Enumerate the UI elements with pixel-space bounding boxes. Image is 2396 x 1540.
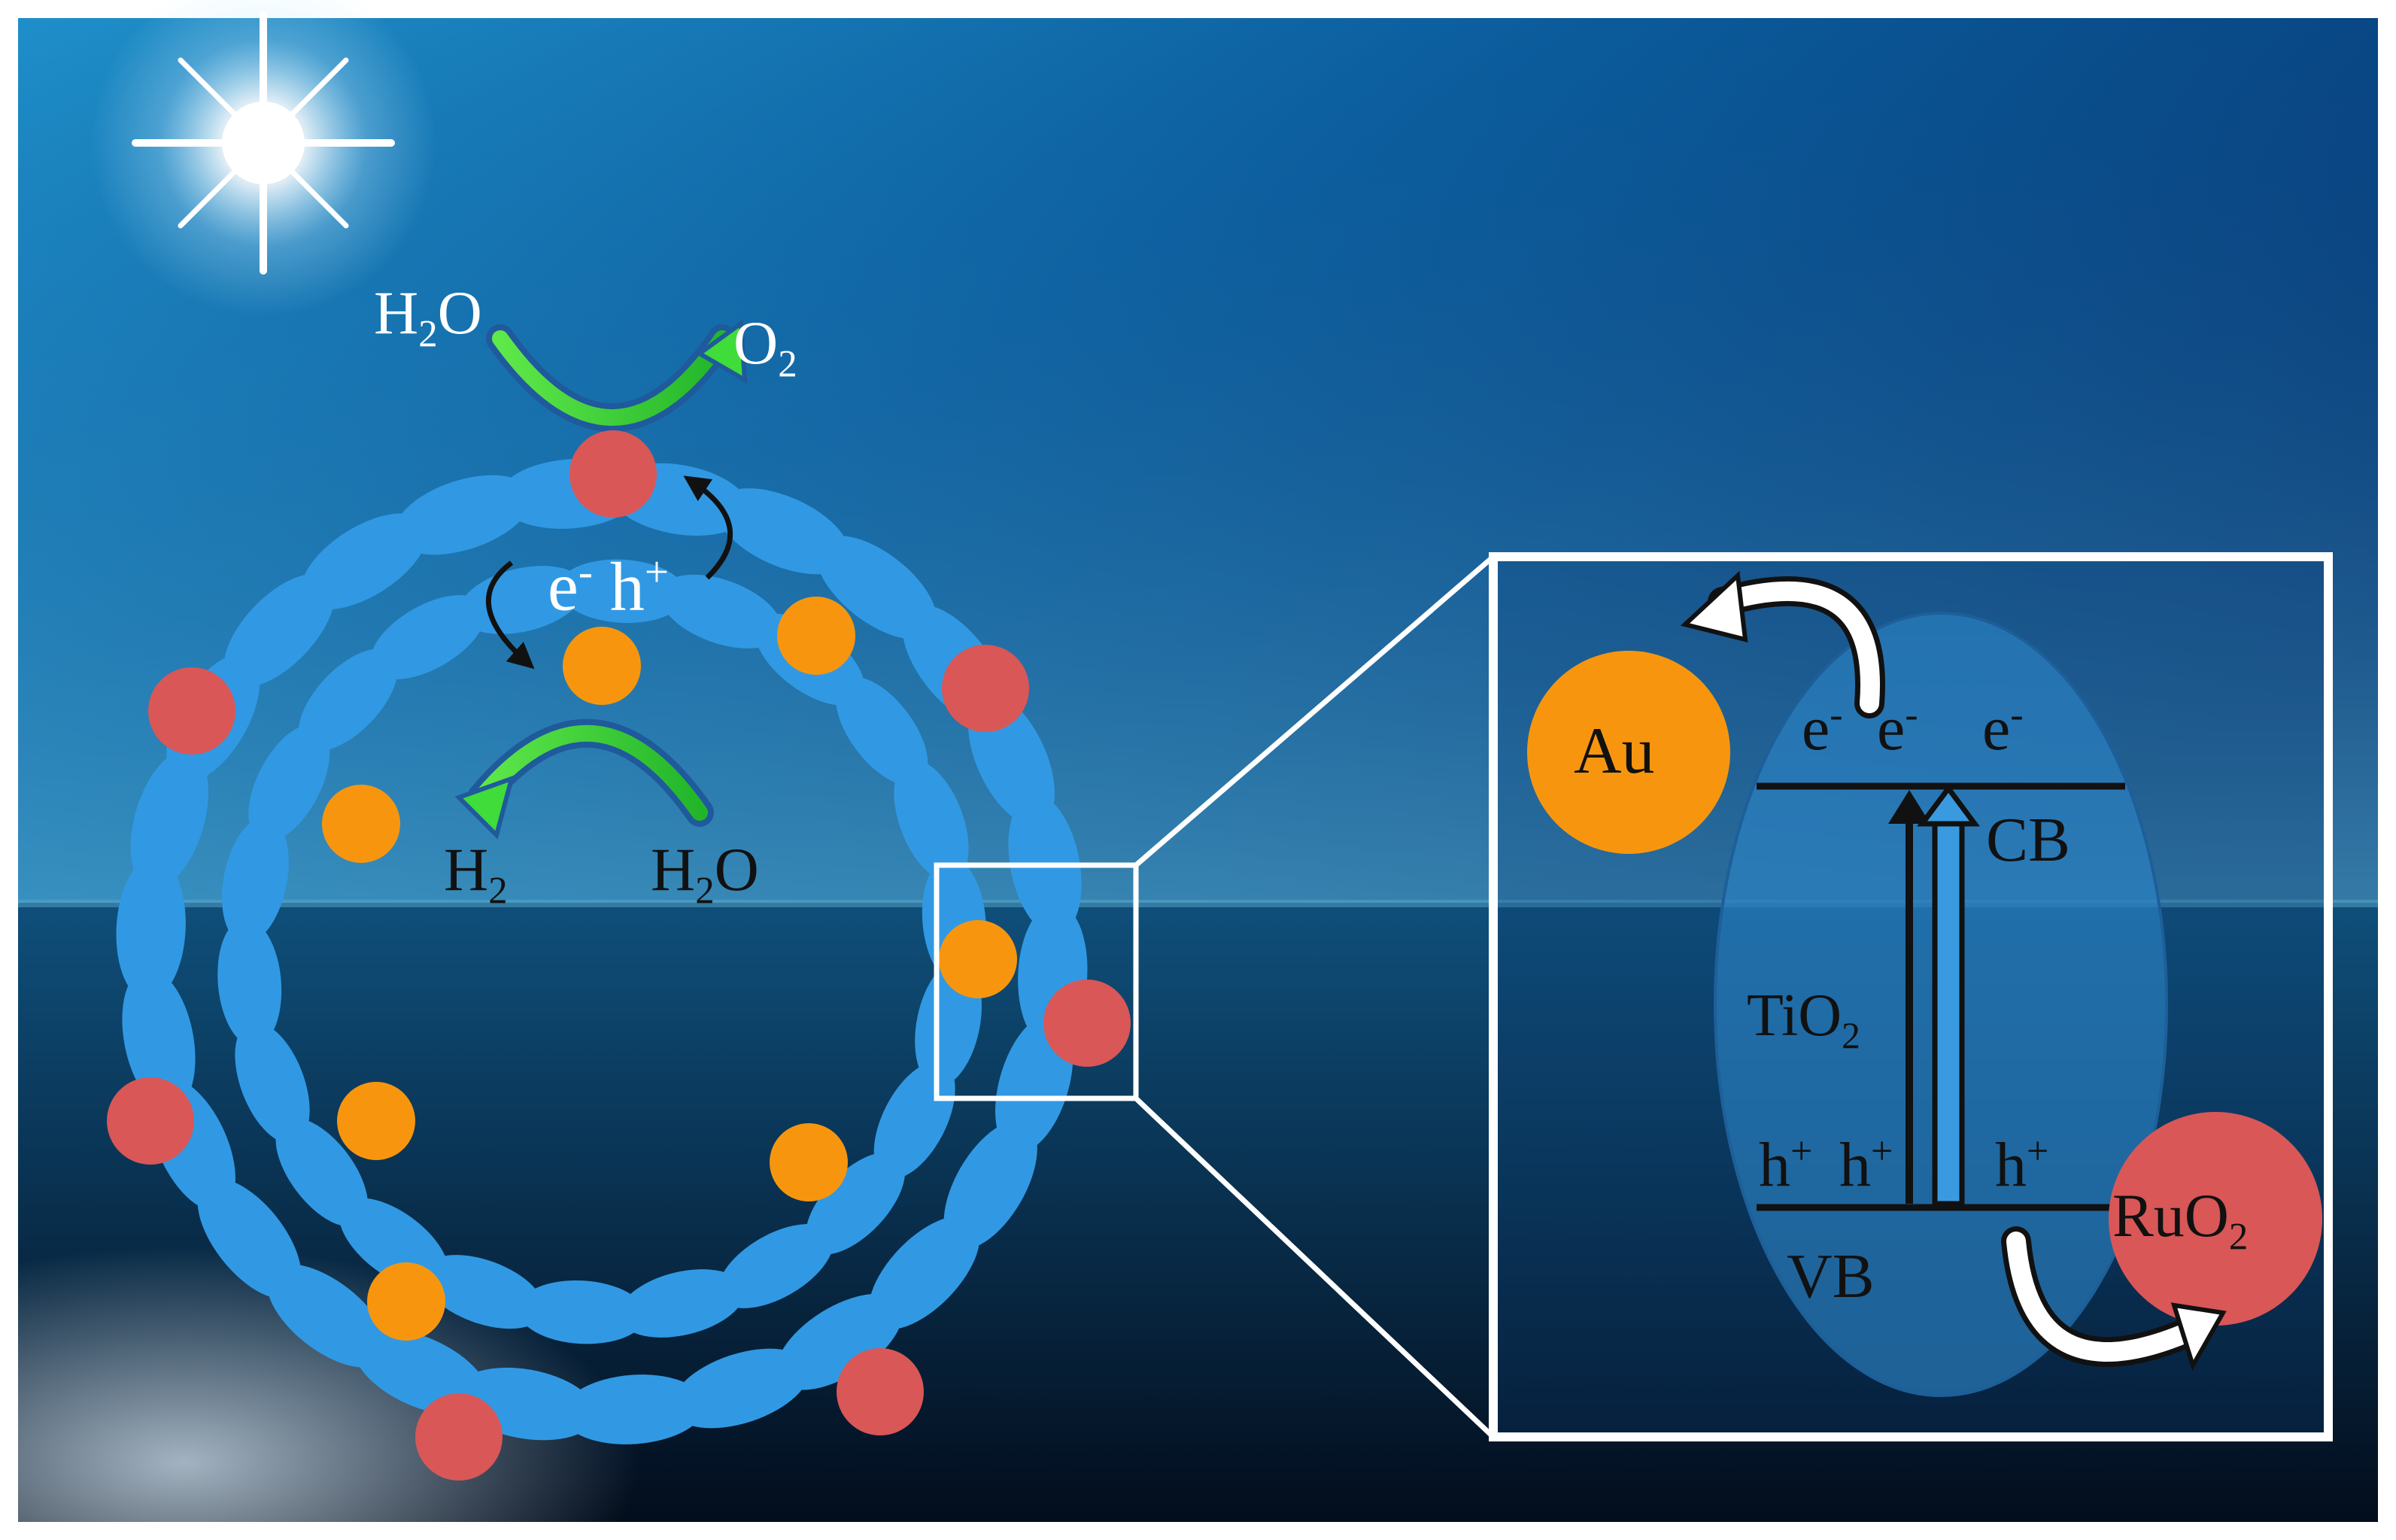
ruo2-particle — [148, 667, 235, 755]
excitation-arrow-icon — [1888, 790, 1930, 1204]
au-sphere — [1527, 651, 1730, 854]
au-particle — [939, 920, 1017, 998]
hole-hollow-arrow-icon — [2001, 1226, 2227, 1371]
ruo2-particle — [107, 1077, 194, 1165]
ruo2-particle — [569, 430, 657, 518]
au-particle — [777, 597, 855, 675]
zoom-box — [934, 862, 1139, 1101]
tube-segment — [116, 857, 186, 1001]
charge-transfer-arrows — [485, 475, 733, 670]
sun-icon — [90, 0, 436, 316]
tube-segment — [562, 1374, 706, 1444]
au-particle — [367, 1262, 445, 1341]
tube-segment — [298, 649, 399, 752]
au-particle — [337, 1082, 415, 1160]
tube-segment — [619, 1269, 745, 1338]
tube-segment — [217, 919, 282, 1046]
tube-segment — [235, 1022, 310, 1144]
ruo2-sphere — [2109, 1112, 2322, 1326]
tube-segment — [718, 1224, 834, 1308]
tube-segment — [835, 676, 928, 786]
au-particle — [770, 1123, 848, 1201]
tube-segment — [275, 1117, 369, 1227]
tube-segment — [130, 750, 209, 889]
tube-segment — [672, 1348, 809, 1429]
zoom-line-bottom — [1134, 1096, 1496, 1439]
ruo2-particle — [1043, 980, 1131, 1067]
tube-segment — [394, 475, 532, 555]
tube-segment — [894, 760, 969, 882]
ruo2-particle — [942, 645, 1029, 732]
au-particle — [563, 627, 641, 705]
tube-segment — [370, 595, 486, 679]
transfer-double-arrow-icon — [1917, 784, 1980, 1207]
reduction-curved-arrow-icon — [454, 718, 714, 840]
au-particle — [322, 785, 400, 863]
ruo2-particle — [837, 1348, 924, 1435]
catalyst-particles — [107, 430, 1131, 1481]
electron-hollow-arrow-icon — [1680, 570, 1885, 718]
oxidation-curved-arrow-icon — [486, 319, 748, 432]
tube-segment — [558, 559, 686, 624]
zoom-line-top — [1134, 554, 1496, 867]
ruo2-particle — [415, 1393, 503, 1481]
tube-segment — [659, 574, 782, 649]
tube-segment — [805, 1152, 906, 1255]
tube-segment — [518, 1280, 645, 1344]
tio2-nanotube-ring — [116, 459, 1088, 1444]
tube-segment — [122, 968, 196, 1110]
tube-segment — [421, 1255, 545, 1329]
band-diagram-inset — [1489, 552, 2333, 1441]
tube-segment — [715, 488, 850, 575]
tube-segment — [222, 816, 289, 943]
tube-segment — [943, 1120, 1037, 1250]
tube-segment — [248, 724, 330, 842]
